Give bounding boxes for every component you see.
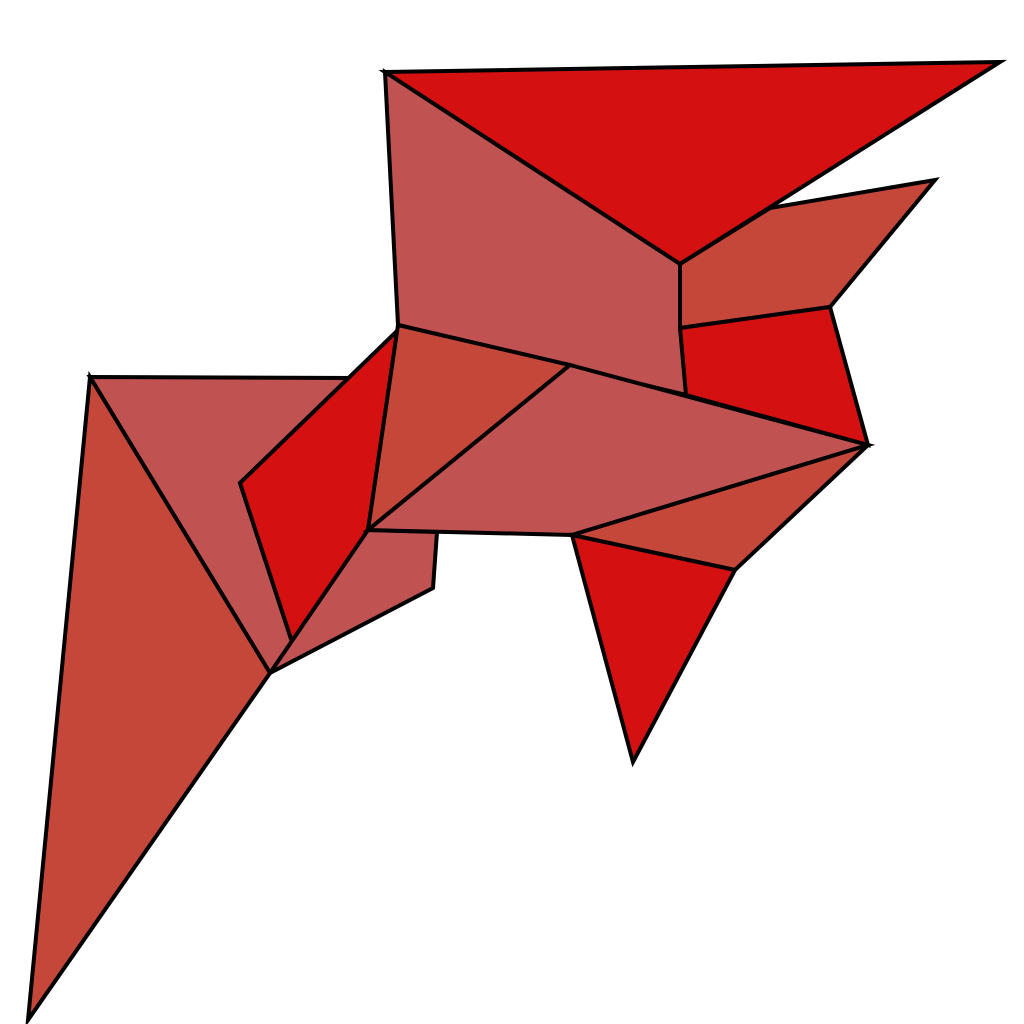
- left-lower-spike: [25, 370, 273, 1024]
- right-upper-wing: [678, 177, 940, 331]
- bottom-spike-triangle: [569, 532, 739, 768]
